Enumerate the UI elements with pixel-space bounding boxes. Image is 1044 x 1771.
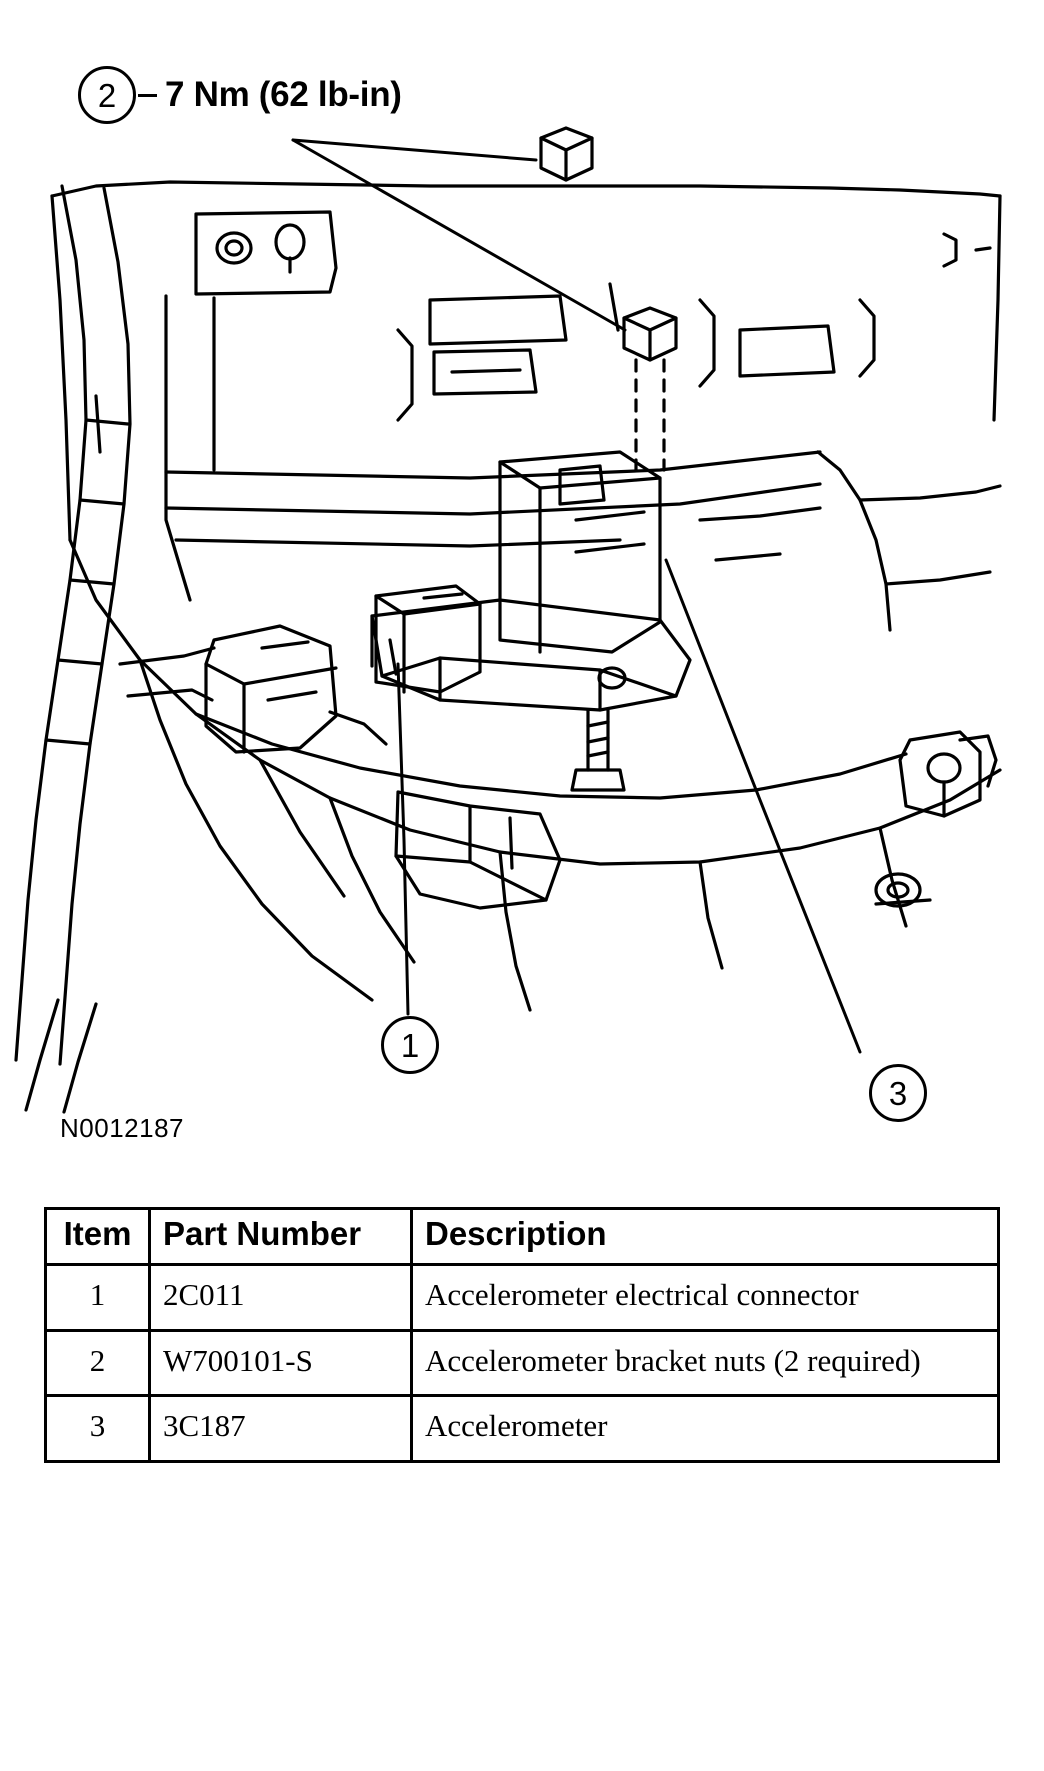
bracket-nut-upper bbox=[539, 126, 594, 182]
callout-bubble-2: 2 bbox=[78, 66, 136, 124]
harness-lower-tail bbox=[24, 998, 98, 1114]
cell-item: 3 bbox=[44, 1394, 151, 1464]
callout-bubble-1-label: 1 bbox=[400, 1026, 420, 1064]
parts-table-container: Item Part Number Description 1 2C011 Acc… bbox=[44, 1207, 1000, 1464]
right-panel-detail-holes bbox=[874, 872, 932, 908]
parts-table: Item Part Number Description 1 2C011 Acc… bbox=[44, 1207, 1000, 1464]
cell-part-number: W700101-S bbox=[148, 1328, 413, 1398]
callout-leader-3 bbox=[664, 558, 862, 1054]
cell-description: Accelerometer electrical connector bbox=[410, 1262, 1000, 1332]
figure-id-label: N0012187 bbox=[60, 1113, 184, 1143]
accelerometer-body bbox=[498, 450, 662, 654]
cell-description: Accelerometer bbox=[410, 1394, 1000, 1464]
table-header-row: Item Part Number Description bbox=[44, 1207, 1000, 1266]
torque-value-label: 7 Nm (62 lb-in) bbox=[165, 75, 402, 114]
accelerometer-mounting-bracket bbox=[370, 598, 692, 712]
table-row: 2 W700101-S Accelerometer bracket nuts (… bbox=[44, 1328, 1000, 1398]
panel-stamping-ribs bbox=[396, 232, 992, 422]
callout-bubble-1: 1 bbox=[381, 1016, 439, 1074]
harness-electrical-connector bbox=[118, 624, 388, 754]
floor-reinforcement-panel bbox=[394, 790, 562, 910]
structural-crossbeam bbox=[164, 294, 822, 602]
right-panel-edges bbox=[698, 450, 1002, 632]
cell-description: Accelerometer bracket nuts (2 required) bbox=[410, 1328, 1000, 1398]
cell-item: 2 bbox=[44, 1328, 151, 1398]
callout-bubble-3: 3 bbox=[869, 1064, 927, 1122]
callout-leader-1 bbox=[396, 662, 410, 1016]
torque-leader-lines bbox=[291, 138, 627, 332]
cell-item: 1 bbox=[44, 1262, 151, 1332]
callout-bubble-3-label: 3 bbox=[888, 1074, 908, 1112]
lower-threaded-stud bbox=[570, 708, 626, 792]
cell-part-number: 3C187 bbox=[148, 1394, 413, 1464]
torque-specification-callout: 2 7 Nm (62 lb-in) bbox=[78, 64, 402, 126]
callout-bubble-2-label: 2 bbox=[97, 76, 117, 114]
wiring-harness-left bbox=[14, 184, 132, 1066]
column-header-part-number: Part Number bbox=[148, 1207, 413, 1266]
upper-left-bracket bbox=[194, 210, 338, 296]
table-row: 1 2C011 Accelerometer electrical connect… bbox=[44, 1262, 1000, 1332]
bracket-nut-lower bbox=[622, 306, 678, 362]
floor-pan-contours bbox=[68, 538, 1002, 1012]
accelerometer-assembly-illustration bbox=[14, 126, 1002, 1114]
table-row: 3 3C187 Accelerometer bbox=[44, 1394, 1000, 1464]
cell-part-number: 2C011 bbox=[148, 1262, 413, 1332]
column-header-item: Item bbox=[44, 1207, 151, 1266]
accelerometer-connector-block bbox=[374, 584, 482, 694]
mounting-stud bbox=[634, 358, 666, 472]
lower-right-bracket bbox=[898, 730, 998, 818]
body-panel-outline bbox=[50, 180, 1002, 542]
column-header-description: Description bbox=[410, 1207, 1000, 1266]
torque-leader-dash bbox=[138, 93, 157, 97]
